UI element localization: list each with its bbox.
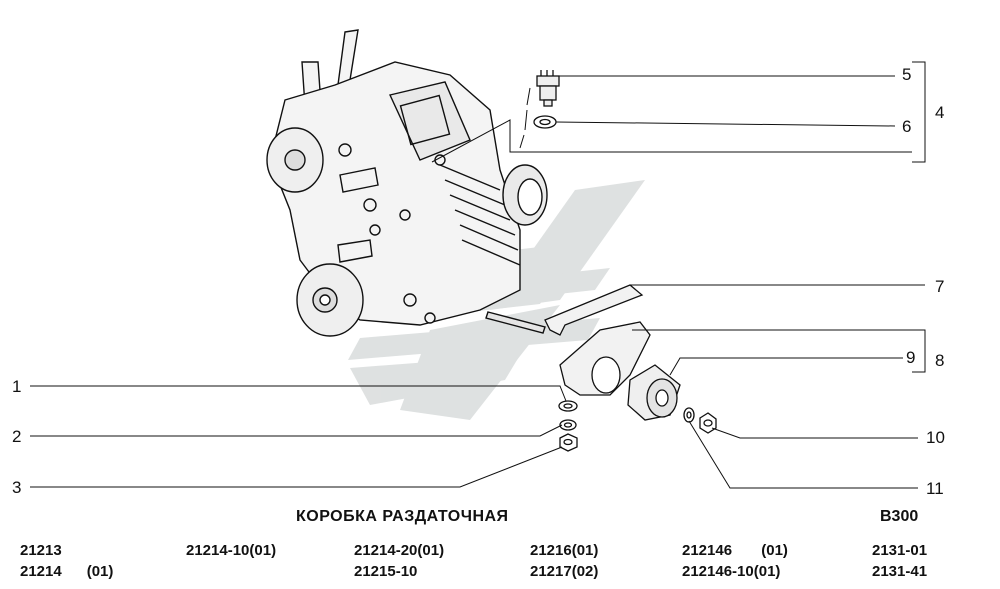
- model-code: 212146 (01): [682, 542, 788, 559]
- washer-part-1: [558, 400, 578, 412]
- callout-2: 2: [12, 427, 22, 446]
- leader-lines: [30, 61, 926, 489]
- model-code: 2131-01: [872, 542, 928, 559]
- model-code: 212146-10(01): [682, 563, 781, 580]
- leader-8: [632, 329, 926, 373]
- model-code: 21217(02): [530, 563, 599, 580]
- leader-10: [711, 427, 918, 439]
- callout-6: 6: [902, 117, 912, 136]
- model-code: 21214-20(01): [354, 542, 445, 559]
- callout-10: 10: [926, 428, 945, 447]
- leader-4: [431, 119, 912, 163]
- nut-part-3: [559, 433, 578, 452]
- leader-3: [30, 446, 563, 488]
- model-code: 21213: [20, 542, 62, 559]
- washer-part-11: [683, 407, 695, 423]
- callout-11: 11: [926, 479, 944, 498]
- callout-5: 5: [902, 65, 912, 84]
- support-part-8: [559, 321, 651, 396]
- callout-8: 8: [935, 351, 945, 370]
- model-code: 21215-10: [354, 563, 418, 580]
- callout-4: 4: [935, 103, 945, 122]
- bracket-4: [912, 61, 926, 163]
- callout-9: 9: [906, 348, 916, 367]
- leader-9: [669, 357, 903, 376]
- sensor-axis-line: [519, 87, 531, 149]
- model-code: 21216(01): [530, 542, 599, 559]
- diagram-code: B300: [880, 508, 919, 525]
- lock-washer-part-2: [559, 419, 577, 431]
- callout-3: 3: [12, 478, 22, 497]
- sensor-part-5: [536, 70, 560, 107]
- callout-7: 7: [935, 277, 945, 296]
- washer-part-6: [533, 115, 557, 129]
- model-code: 2131-41: [872, 563, 928, 580]
- leader-6: [555, 121, 896, 127]
- model-code: 21214-10(01): [186, 542, 277, 559]
- callout-1: 1: [12, 377, 22, 396]
- nut-part-10: [699, 412, 717, 434]
- diagram-title: КОРОБКА РАЗДАТОЧНАЯ: [296, 508, 509, 525]
- model-code: 21214 (01): [20, 563, 114, 580]
- cushion-part-9: [627, 364, 681, 421]
- leader-11: [688, 420, 918, 489]
- leader-1: [30, 385, 567, 402]
- leader-2: [30, 424, 563, 437]
- transfer-case-housing: [266, 29, 548, 337]
